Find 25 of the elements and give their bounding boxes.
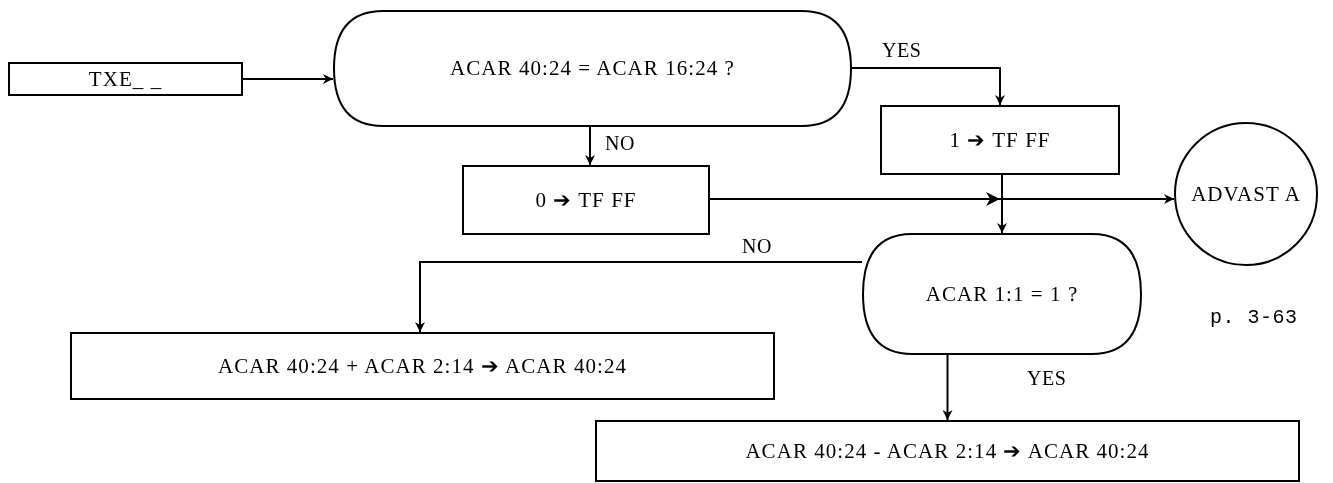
edge-label: NO	[740, 236, 774, 256]
process-box	[8, 62, 243, 96]
arrow	[415, 261, 863, 333]
decision-terminal	[333, 10, 852, 127]
node-text: ACAR 1:1 = 1 ?	[925, 280, 1079, 308]
node-text: TXE_ _	[88, 65, 163, 93]
arrow	[709, 192, 1175, 206]
edge-label: NO	[603, 133, 637, 153]
node-text: 1 ➔ TF FF	[949, 126, 1051, 154]
arrow	[851, 67, 1005, 106]
node-text: 0 ➔ TF FF	[535, 186, 637, 214]
arrow	[942, 354, 953, 421]
decision-terminal	[862, 233, 1142, 355]
arrow	[997, 174, 1007, 234]
process-box	[70, 332, 775, 400]
arrow	[585, 126, 595, 166]
node-text: ACAR 40:24 = ACAR 16:24 ?	[450, 55, 735, 82]
node-text: ADVAST A	[1190, 180, 1302, 208]
page-reference: p. 3-63	[1210, 305, 1298, 331]
process-box	[462, 165, 710, 235]
process-box	[595, 420, 1300, 482]
node-text: ACAR 40:24 + ACAR 2:14 ➔ ACAR 40:24	[217, 352, 628, 380]
process-box	[880, 105, 1120, 175]
node-text: ACAR 40:24 - ACAR 2:14 ➔ ACAR 40:24	[745, 437, 1150, 465]
arrow	[242, 74, 334, 84]
